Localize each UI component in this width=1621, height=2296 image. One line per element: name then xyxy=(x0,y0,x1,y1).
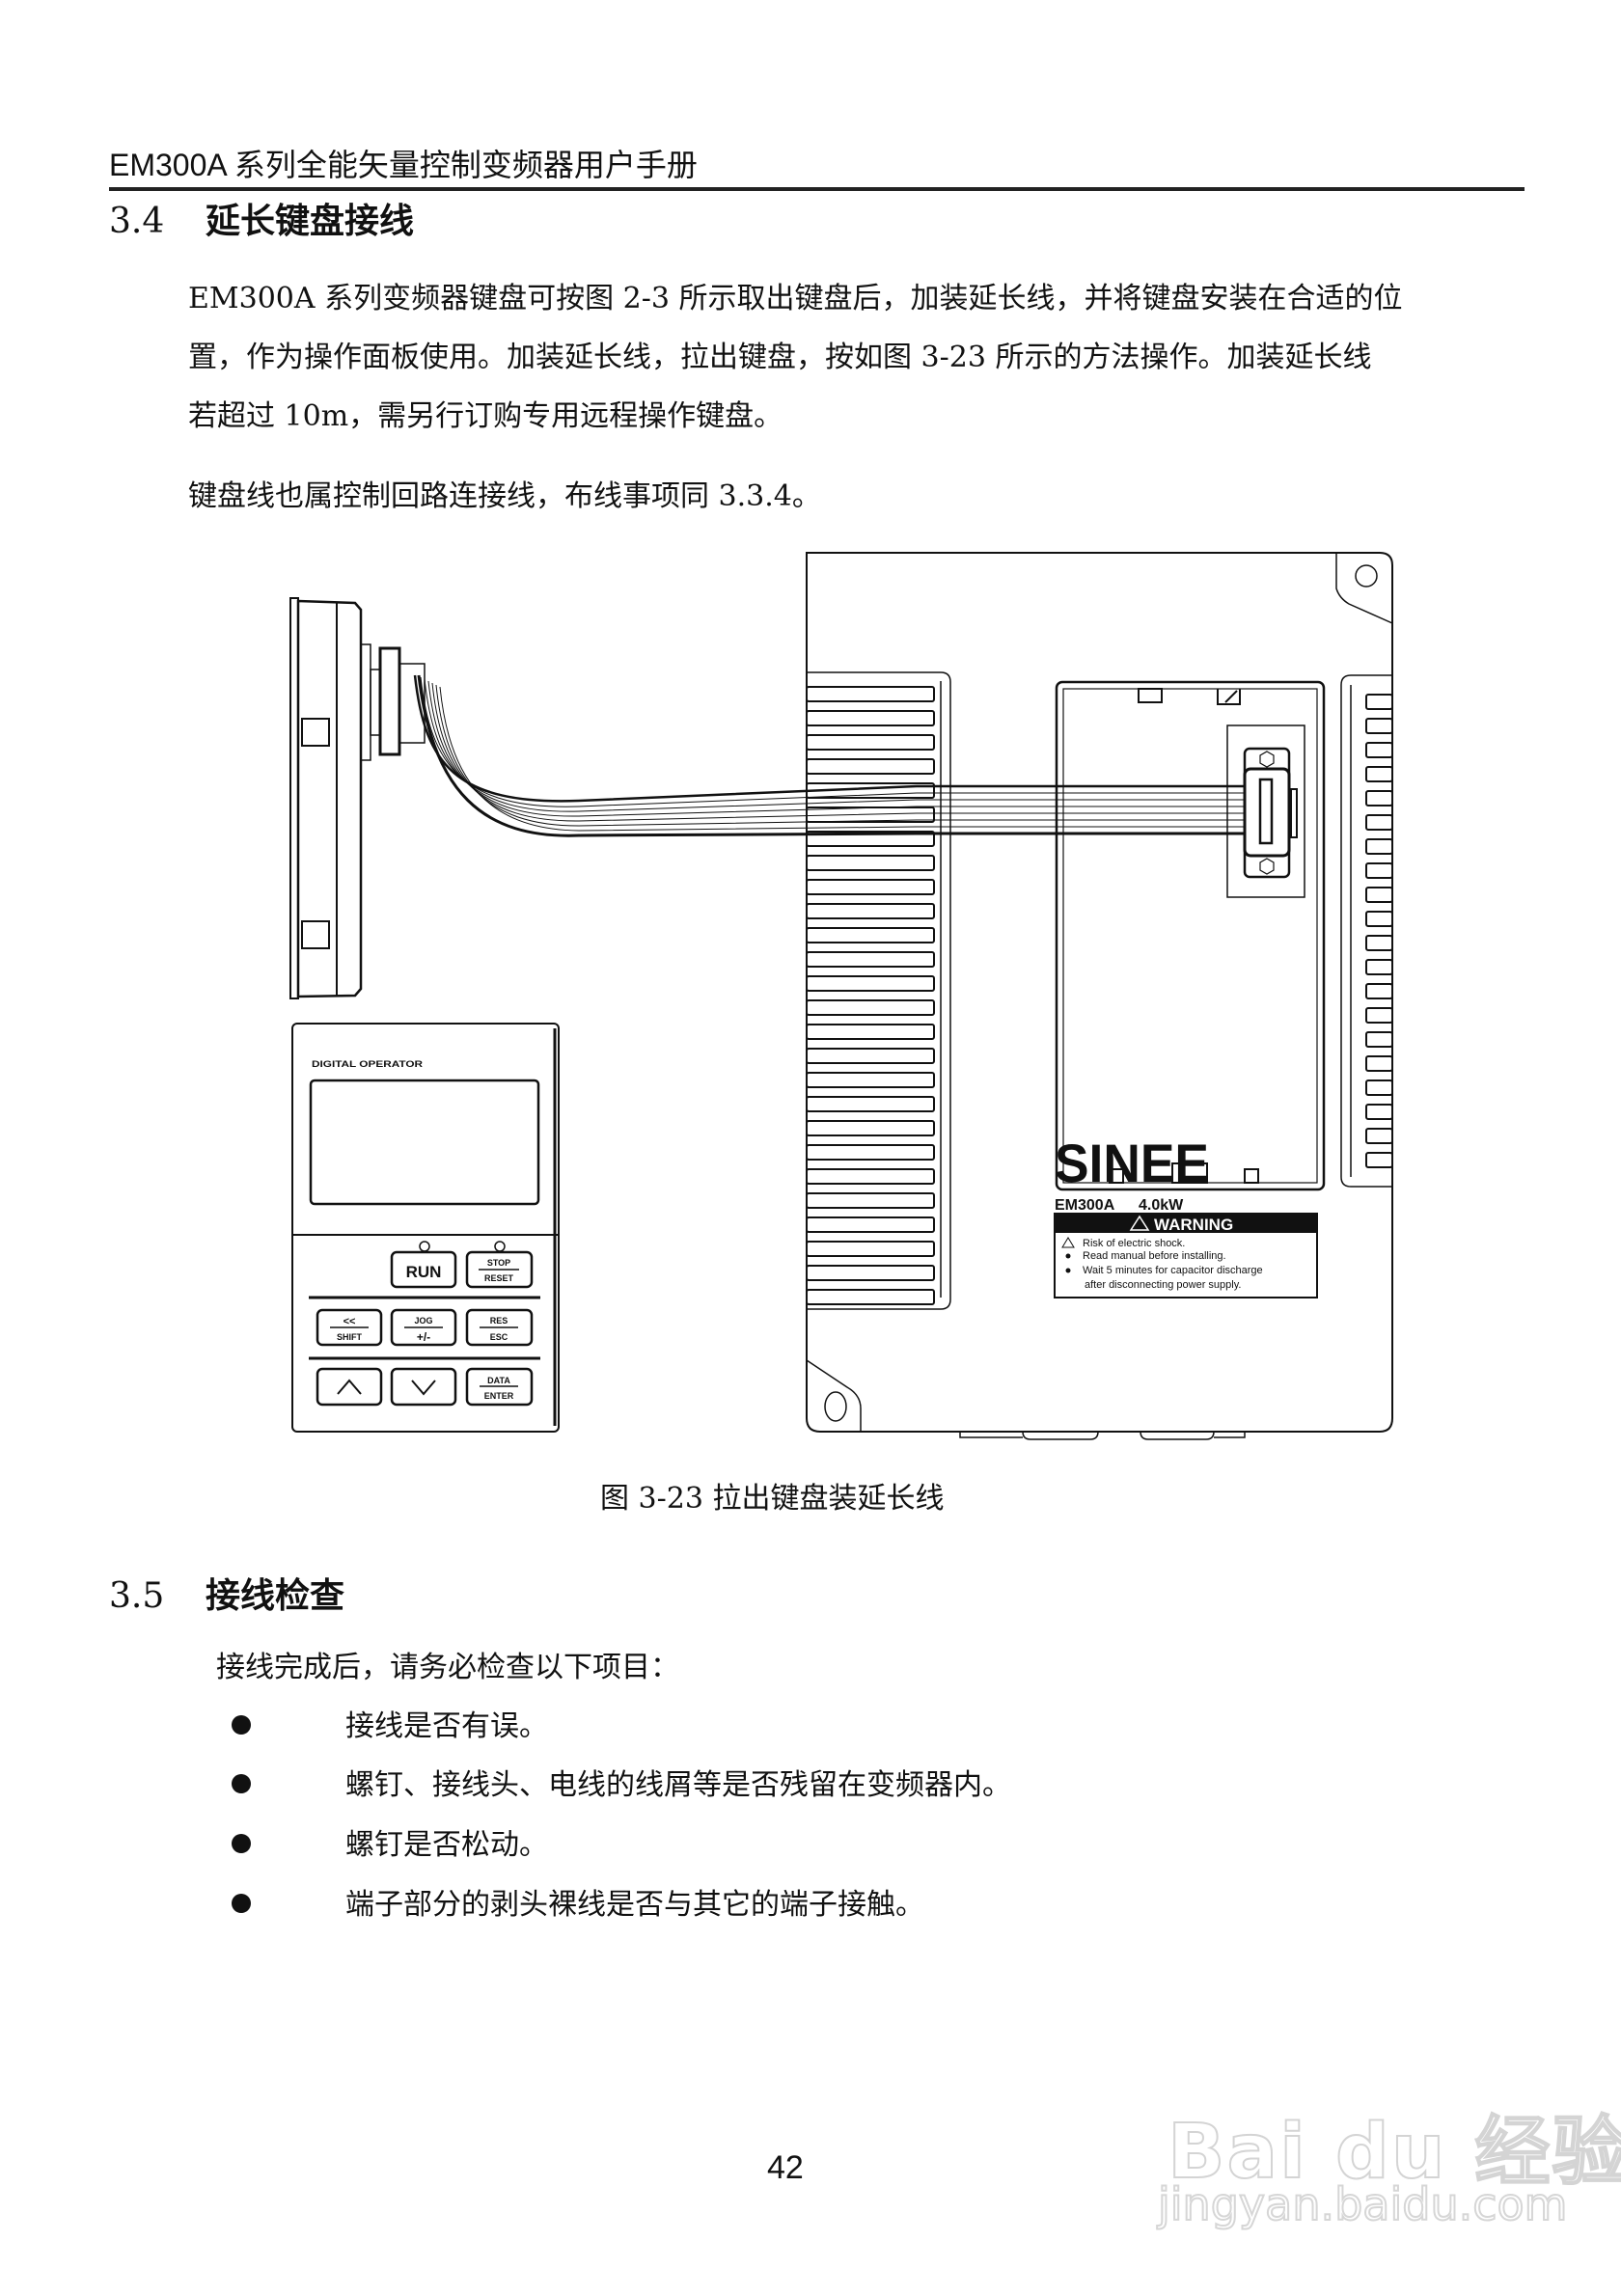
right-vent-panel xyxy=(1340,674,1392,1188)
svg-text:ENTER: ENTER xyxy=(484,1391,514,1401)
page-number: 42 xyxy=(767,2149,804,2186)
paragraph-line-3: 若超过 10m，需另行订购专用远程操作键盘。 xyxy=(188,399,783,433)
svg-text:DATA: DATA xyxy=(487,1376,510,1385)
left-vent-slots xyxy=(806,686,935,1305)
warning-line-1: Risk of electric shock. xyxy=(1083,1238,1185,1249)
figure-caption: 图 3-23 拉出键盘装延长线 xyxy=(600,1482,945,1516)
section-number: 3.4 xyxy=(109,202,165,241)
inverter-housing xyxy=(806,552,1393,1440)
svg-text:+/-: +/- xyxy=(417,1330,430,1344)
up-arrow-icon xyxy=(337,1379,362,1395)
figure-3-23: SINEE EM300A 4.0kW WARNING Risk of elect… xyxy=(289,552,1393,1440)
drive-model: EM300A xyxy=(1055,1197,1115,1214)
right-vent-slots xyxy=(1365,694,1393,1168)
bullet-icon xyxy=(232,1834,251,1853)
bullet-icon xyxy=(232,1715,251,1735)
checklist-item: 端子部分的剥头裸线是否与其它的端子接触。 xyxy=(232,1880,924,1923)
warning-triangle-icon xyxy=(1129,1215,1150,1231)
brand-logo: SINEE xyxy=(1055,1133,1209,1193)
svg-text:STOP: STOP xyxy=(487,1258,510,1268)
checklist-item: 接线是否有误。 xyxy=(232,1702,548,1744)
watermark-logo: Bai du 经验 xyxy=(1167,2108,1621,2197)
watermark-url: jingyan.baidu.com xyxy=(1157,2177,1568,2231)
keypad-recess xyxy=(1055,680,1326,1191)
left-vent-panel xyxy=(807,671,951,1310)
stop-reset-button[interactable]: STOP RESET xyxy=(465,1250,534,1289)
warning-line-4: after disconnecting power supply. xyxy=(1085,1279,1241,1291)
keypad-connector xyxy=(1226,724,1305,898)
header-rule xyxy=(109,187,1525,191)
esc-button[interactable]: RES ESC xyxy=(465,1308,534,1347)
bullet-icon xyxy=(232,1774,251,1793)
paragraph-line-1: EM300A 系列变频器键盘可按图 2-3 所示取出键盘后，加装延长线，并将键盘… xyxy=(188,282,1403,315)
section-heading-3-5: 3.5 接线检查 xyxy=(109,1568,344,1618)
svg-text:JOG: JOG xyxy=(414,1316,432,1326)
paragraph-line-2: 置，作为操作面板使用。加装延长线，拉出键盘，按如图 3-23 所示的方法操作。加… xyxy=(188,341,1372,374)
svg-text:ESC: ESC xyxy=(490,1332,508,1342)
extension-cable xyxy=(413,674,1245,837)
drive-power: 4.0kW xyxy=(1139,1197,1184,1214)
shift-button[interactable]: << SHIFT xyxy=(316,1308,383,1347)
warning-line-2: Read manual before installing. xyxy=(1083,1250,1226,1262)
section-heading-3-4: 3.4 延长键盘接线 xyxy=(109,193,414,243)
paragraph-note: 键盘线也属控制回路连接线，布线事项同 3.3.4。 xyxy=(188,479,821,513)
drive-label: SINEE EM300A 4.0kW WARNING Risk of elect… xyxy=(1054,1133,1318,1298)
section-title: 延长键盘接线 xyxy=(206,202,415,241)
stop-led-icon xyxy=(494,1241,506,1252)
lcd-display xyxy=(309,1079,540,1206)
keypad-label: DIGITAL OPERATOR xyxy=(312,1059,424,1069)
warning-line-3: Wait 5 minutes for capacitor discharge xyxy=(1083,1265,1263,1276)
shock-hazard-icon xyxy=(1061,1237,1075,1248)
bullet-icon xyxy=(232,1894,251,1913)
keypad-side-view xyxy=(289,597,426,999)
svg-text:RES: RES xyxy=(490,1316,508,1326)
up-button[interactable] xyxy=(316,1367,383,1407)
keypad-front-view: DIGITAL OPERATOR RUN STOP RESET << SHIFT… xyxy=(291,1023,560,1433)
checklist-item: 螺钉是否松动。 xyxy=(232,1820,548,1863)
run-led-icon xyxy=(419,1241,430,1252)
section-number: 3.5 xyxy=(109,1576,165,1616)
svg-text:<<: << xyxy=(343,1316,356,1327)
running-header: EM300A 系列全能矢量控制变频器用户手册 xyxy=(109,148,698,182)
down-arrow-icon xyxy=(411,1380,436,1396)
run-button[interactable]: RUN xyxy=(390,1250,457,1289)
section-title: 接线检查 xyxy=(206,1576,345,1616)
checklist-intro: 接线完成后，请务必检查以下项目： xyxy=(216,1651,679,1684)
warning-title: WARNING xyxy=(1154,1216,1233,1234)
enter-button[interactable]: DATA ENTER xyxy=(465,1367,534,1407)
jog-button[interactable]: JOG +/- xyxy=(390,1308,457,1347)
down-button[interactable] xyxy=(390,1367,457,1407)
svg-text:RESET: RESET xyxy=(484,1273,514,1283)
svg-text:RUN: RUN xyxy=(406,1263,442,1281)
checklist-item: 螺钉、接线头、电线的线屑等是否残留在变频器内。 xyxy=(232,1761,1011,1803)
svg-text:SHIFT: SHIFT xyxy=(337,1332,363,1342)
